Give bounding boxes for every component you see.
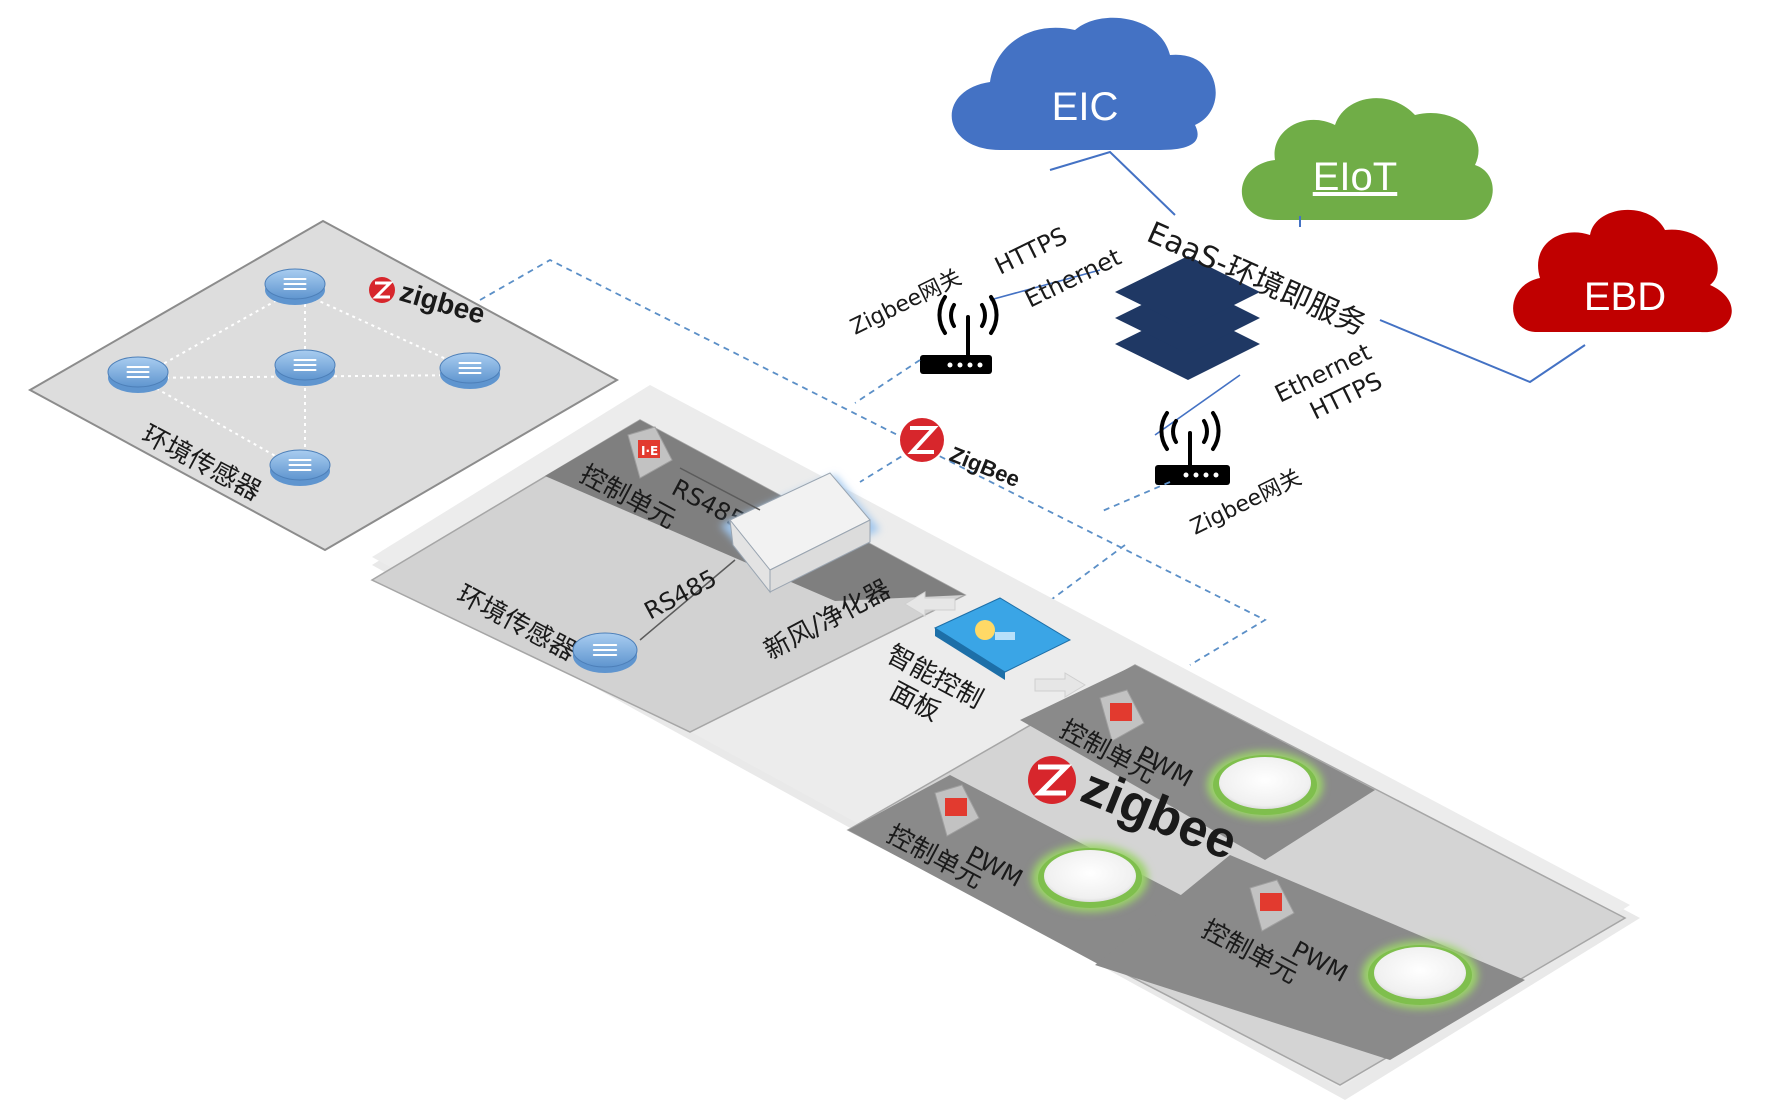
sensor-node [264,268,326,305]
eic-cloud: EIC [951,17,1216,150]
ceiling-lamp-icon [1044,850,1136,902]
eiot-cloud-shape [1241,98,1493,221]
dashed-link-bottom-gateway [1099,481,1171,513]
ie-badge-icon [945,798,967,816]
ie-badge-icon [638,440,660,458]
dashed-link-panel [1039,544,1126,609]
ebd-link [1379,319,1586,384]
top-gateway-label: Zigbee网关 [847,265,966,340]
dashed-link-top-gateway [854,359,921,404]
router-icon [1155,411,1230,485]
sensor-node [269,449,331,486]
panel-edge [935,628,1005,680]
purifier-side [769,519,871,593]
lighting-control-unit-1 [1099,689,1145,742]
hub-layer-top [1115,256,1260,328]
zigbee-z-icon [907,426,939,454]
arrow-downright-icon [1034,672,1086,698]
rs485-link [639,559,736,641]
sensor-nodes [107,268,501,486]
zigbee-center-wordmark: ZigBee [946,441,1023,492]
zigbee-gateway-top: Zigbee网关 [847,265,999,374]
eic-link [1049,150,1176,216]
sensor-plate [27,219,620,552]
ceiling-lamp-icon [1219,757,1311,809]
router-icon [920,295,999,374]
hub-to-bottom-gateway [1154,374,1241,436]
ie-badge-text: I·E [641,444,658,458]
ceiling-lamp-icon [1374,947,1466,999]
eiot-cloud: EIoT [1241,98,1493,221]
arrow-upleft-icon [904,591,956,617]
ebd-cloud-shape [1513,209,1732,333]
lighting-units [934,689,1478,1009]
ceiling-lamp-2 [1032,844,1148,912]
lighting-control-unit-3 [1249,879,1295,932]
ebd-label: EBD [1584,275,1666,319]
ie-badge-icon [1260,893,1282,911]
eiot-label: EIoT [1313,155,1397,199]
zigbee-logo-center: ZigBee [900,418,1024,492]
cloud-links [1049,150,1586,384]
dashed-link-sensor-zone [479,258,1267,666]
sensor-node [439,352,501,389]
panel-display-icon [975,620,995,640]
ceiling-lamp-3 [1362,941,1478,1009]
smart-control-panel [933,597,1072,680]
panel-arrows [904,591,1086,698]
zigbee-gateway-bottom: Zigbee网关 [1155,411,1306,540]
sensor-mesh-lines [137,289,471,471]
ebd-cloud: EBD [1513,209,1732,333]
hub-to-top-gateway [989,269,1101,301]
eic-label: EIC [1052,85,1119,129]
sensor-node [274,349,336,386]
panel-screen-icon [995,632,1015,640]
purifier-device [720,472,880,594]
zigbee-z-icon [1033,764,1073,796]
eic-cloud-shape [951,17,1216,150]
lighting-strip-2 [848,775,1200,965]
ie-badge-icon [1110,703,1132,721]
rs485-top-link [679,467,761,511]
ceiling-lamp-1 [1207,751,1323,819]
lighting-control-unit-2 [934,784,980,837]
zigbee-z-icon [372,281,394,299]
hvac-sensor-node [572,632,638,673]
hub-links [989,269,1241,436]
sensor-node [107,356,169,393]
